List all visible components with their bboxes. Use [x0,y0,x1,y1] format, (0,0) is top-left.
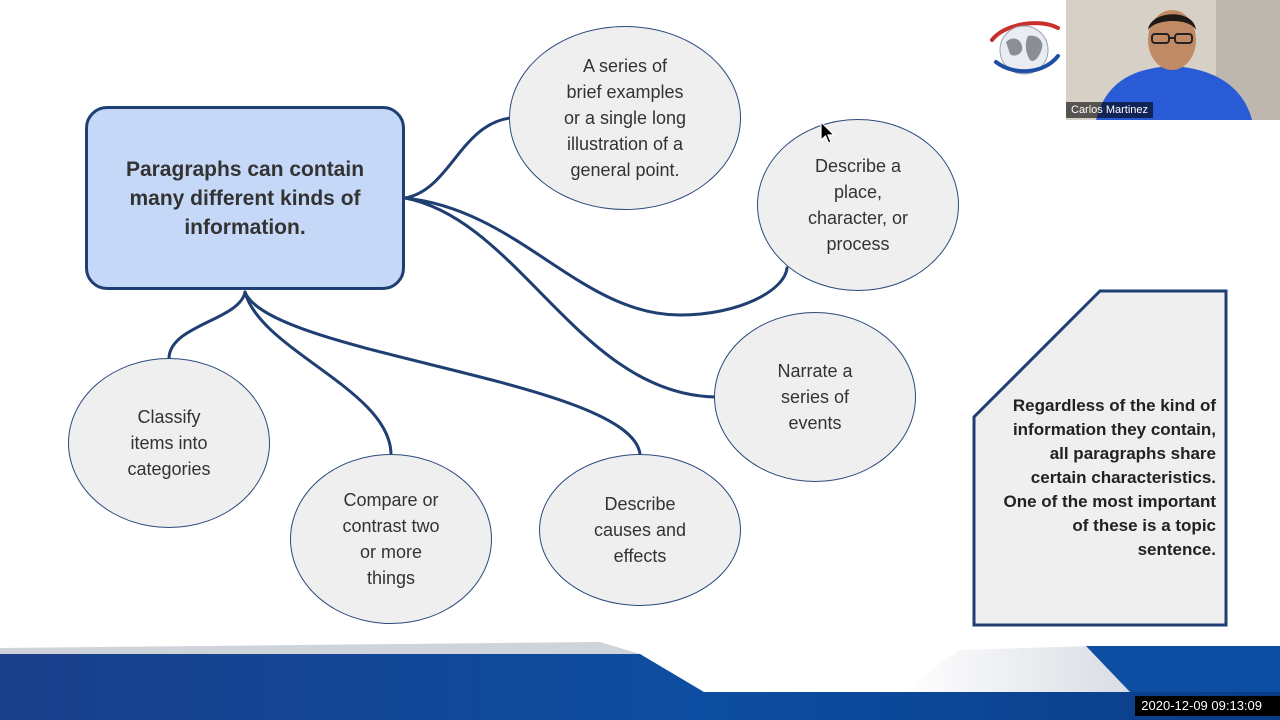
connector-narrate [403,196,718,399]
bubble-compare-line: Compare or [343,490,439,510]
bubble-examples: A series of brief examples or a single l… [509,26,741,210]
bubble-compare: Compare or contrast two or more things [290,454,492,624]
bubble-causes-line: causes and [593,520,687,540]
bubble-causes: Describe causes and effects [539,454,741,606]
bubble-examples-line: brief examples [566,82,684,102]
bubble-examples-line: A series of [582,56,668,76]
bubble-narrate-line: series of [780,387,849,407]
presenter-silhouette [1066,0,1280,120]
connector-describe [403,196,789,317]
globe-logo-icon [990,21,1060,75]
connector-causes [243,290,642,456]
bubble-classify-line: items into [130,433,208,453]
bubble-describe: Describe a place, character, or process [757,119,959,291]
connector-classify [167,290,247,360]
bubble-classify-line: categories [127,459,211,479]
main-topic-text: Paragraphs can contain many different ki… [125,157,365,239]
bubble-describe-line: character, or [807,208,909,228]
bubble-compare-line: contrast two [342,516,440,536]
webcam-video-tile[interactable]: Carlos Martinez [1066,0,1280,120]
connector-compare [243,290,393,456]
bubble-compare-line: things [366,568,416,588]
bubble-examples-line: or a single long [563,108,687,128]
note-text: Regardless of the kind of information th… [1003,396,1217,559]
connector-examples [403,116,512,200]
bubble-examples-line: illustration of a [566,134,684,154]
mouse-pointer-icon [820,121,836,144]
bubble-classify-line: Classify [137,407,201,427]
bubble-describe-line: process [826,234,890,254]
bubble-classify: Classify items into categories [68,358,270,528]
footer-banner [0,642,1280,720]
bubble-describe-line: Describe a [814,156,902,176]
bubble-narrate: Narrate a series of events [714,312,916,482]
recording-timestamp: 2020-12-09 09:13:09 [1135,696,1280,716]
main-topic-box: Paragraphs can contain many different ki… [85,106,405,290]
bubble-compare-line: or more [359,542,422,562]
bubble-examples-line: general point. [570,160,680,180]
bubble-narrate-line: events [788,413,842,433]
bubble-narrate-line: Narrate a [777,361,853,381]
bubble-describe-line: place, [833,182,883,202]
participant-name-label: Carlos Martinez [1066,102,1154,118]
bubble-causes-line: Describe [604,494,676,514]
note-box-shape [972,289,1228,627]
bubble-causes-line: effects [613,546,667,566]
